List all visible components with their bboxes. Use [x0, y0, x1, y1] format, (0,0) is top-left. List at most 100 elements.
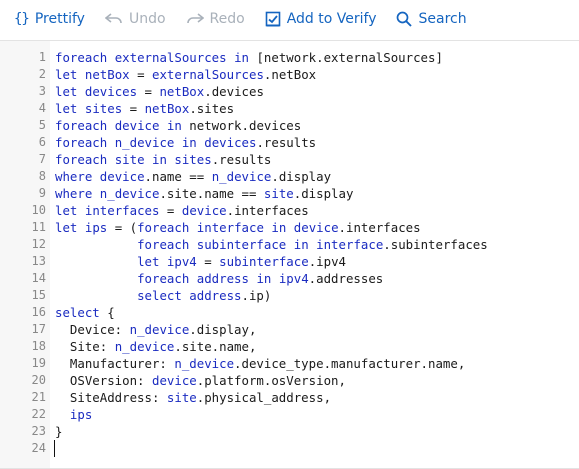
code-text: select {: [46, 304, 115, 321]
code-text: let netBox = externalSources.netBox: [46, 66, 316, 83]
code-keyword: in: [181, 135, 197, 150]
line-number: 5: [38, 118, 46, 132]
search-icon: [396, 11, 413, 27]
code-token: .physical_address,: [196, 390, 332, 405]
code-token: [55, 237, 137, 252]
code-identifier: externalSources: [114, 50, 227, 65]
code-line[interactable]: 21 SiteAddress: site.physical_address,: [0, 389, 579, 406]
code-identifier: device: [181, 203, 227, 218]
code-text: let ipv4 = subinterface.ipv4: [46, 253, 346, 270]
code-line[interactable]: 13 let ipv4 = subinterface.ipv4: [0, 253, 579, 270]
code-line[interactable]: 17 Device: n_device.display,: [0, 321, 579, 338]
prettify-label: Prettify: [34, 11, 85, 27]
code-text: ips: [46, 406, 92, 423]
undo-button[interactable]: Undo: [104, 7, 166, 31]
code-identifier: ips: [84, 220, 108, 235]
line-number: 6: [38, 135, 46, 149]
line-number-gutter: [0, 41, 50, 468]
redo-label: Redo: [209, 11, 245, 27]
code-keyword: in: [256, 271, 272, 286]
code-token: Site:: [55, 339, 115, 354]
line-number: 15: [31, 288, 46, 302]
code-token: [286, 237, 293, 252]
code-line[interactable]: 19 Manufacturer: n_device.device_type.ma…: [0, 355, 579, 372]
code-line[interactable]: 24: [0, 440, 579, 457]
code-token: [286, 220, 293, 235]
code-token: [107, 135, 114, 150]
code-token: .devices: [204, 84, 264, 99]
code-token: .addresses: [308, 271, 384, 286]
code-identifier: device: [99, 169, 145, 184]
code-token: [107, 152, 114, 167]
code-keyword: foreach: [137, 220, 190, 235]
code-token: =: [129, 67, 153, 82]
code-identifier: subinterface: [219, 254, 309, 269]
code-token: [189, 271, 196, 286]
code-text: let ips = (foreach interface in device.i…: [46, 219, 421, 236]
code-token: .display: [271, 169, 332, 184]
undo-icon: [104, 13, 123, 25]
prettify-button[interactable]: {} Prettify: [14, 7, 85, 31]
code-identifier: netBox: [159, 84, 205, 99]
code-identifier: ipv4: [278, 271, 309, 286]
code-identifier: address: [196, 271, 249, 286]
line-number: 3: [38, 84, 46, 98]
line-number: 19: [31, 356, 46, 370]
code-identifier: n_device: [174, 356, 235, 371]
code-text: let sites = netBox.sites: [46, 100, 234, 117]
code-line[interactable]: 12 foreach subinterface in interface.sub…: [0, 236, 579, 253]
code-text: foreach address in ipv4.addresses: [46, 270, 383, 287]
code-token: [77, 84, 84, 99]
add-to-verify-label: Add to Verify: [286, 11, 377, 27]
code-line[interactable]: 18 Site: n_device.site.name,: [0, 338, 579, 355]
code-identifier: interfaces: [84, 203, 160, 218]
code-line[interactable]: 15 select address.ip): [0, 287, 579, 304]
code-text: Device: n_device.display,: [46, 321, 257, 338]
code-text: where device.name == n_device.display: [46, 168, 331, 185]
redo-button[interactable]: Redo: [186, 7, 245, 31]
code-text: let interfaces = device.interfaces: [46, 202, 309, 219]
code-keyword: select: [137, 288, 182, 303]
code-token: SiteAddress:: [55, 390, 167, 405]
code-identifier: sites: [174, 152, 212, 167]
line-number: 21: [31, 390, 46, 404]
code-text: foreach site in sites.results: [46, 151, 271, 168]
code-keyword: let: [55, 84, 78, 99]
code-token: [55, 271, 137, 286]
line-number: 8: [38, 169, 46, 183]
undo-label: Undo: [128, 11, 166, 27]
code-token: .display,: [189, 322, 257, 337]
code-line[interactable]: 23}: [0, 423, 579, 440]
code-text: Manufacturer: n_device.device_type.manuf…: [46, 355, 465, 372]
code-line[interactable]: 20 OSVersion: device.platform.osVersion,: [0, 372, 579, 389]
add-to-verify-button[interactable]: Add to Verify: [265, 7, 377, 31]
code-identifier: n_device: [114, 135, 175, 150]
code-token: [271, 271, 278, 286]
code-identifier: interface: [196, 220, 264, 235]
search-button[interactable]: Search: [396, 7, 467, 31]
code-identifier: device: [293, 220, 339, 235]
code-token: [77, 203, 84, 218]
code-line[interactable]: 22 ips: [0, 406, 579, 423]
code-token: .display: [293, 186, 354, 201]
line-number: 18: [31, 339, 46, 353]
code-keyword: foreach: [137, 271, 190, 286]
code-keyword: in: [152, 152, 167, 167]
line-number: 23: [31, 424, 46, 438]
code-token: [159, 118, 166, 133]
code-identifier: devices: [84, 84, 138, 99]
code-line[interactable]: 14 foreach address in ipv4.addresses: [0, 270, 579, 287]
